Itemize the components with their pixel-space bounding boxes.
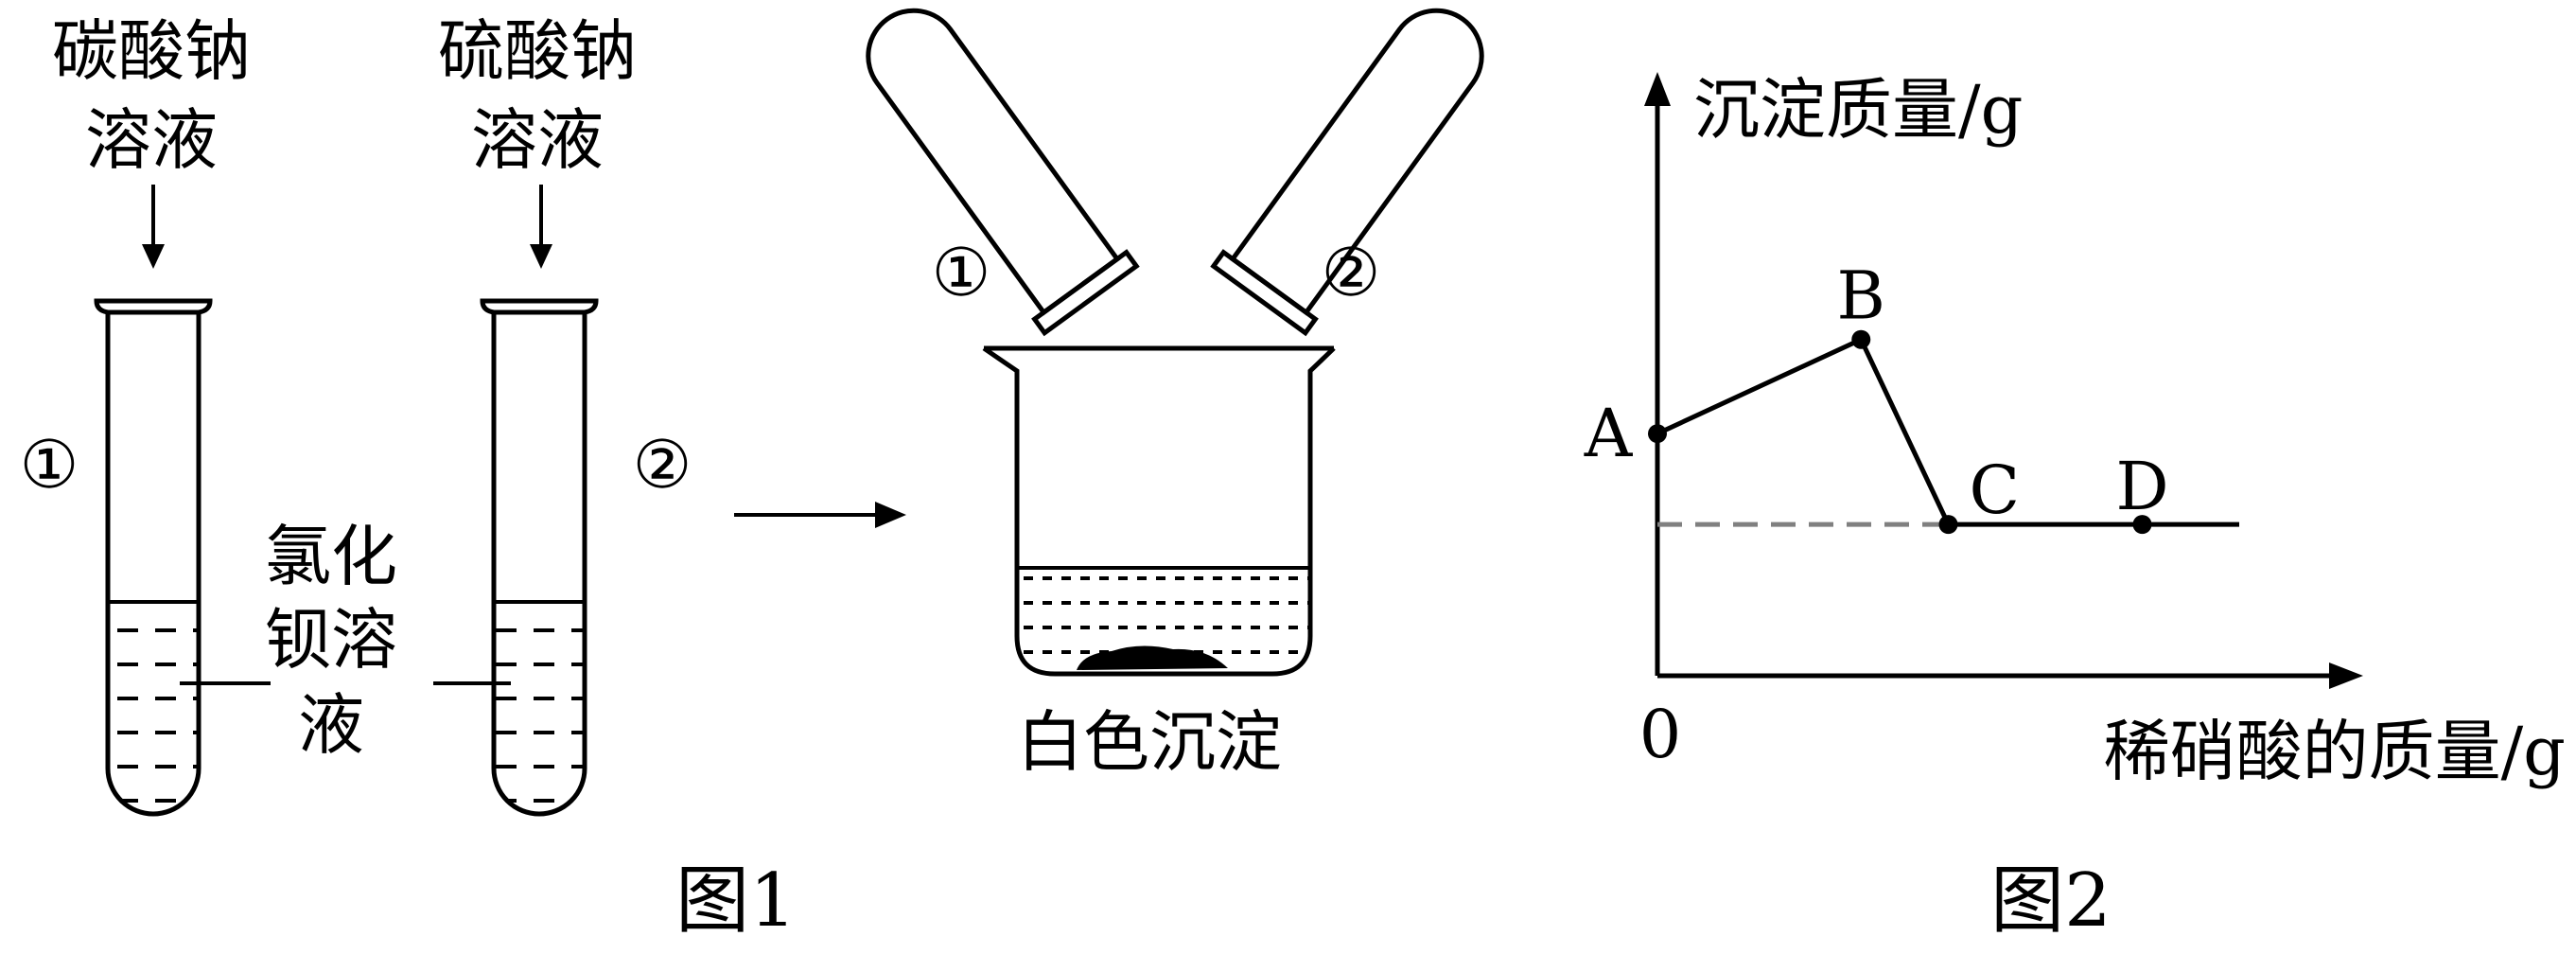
data-point-c [1938,515,1958,535]
chart-axes [1644,72,2363,689]
origin-label: 0 [1639,696,1682,773]
data-point-a [1648,424,1667,444]
solution-label-line1: 氯化 [265,518,397,595]
pour-right-label: ② [1322,234,1381,311]
test-tube-right [480,298,599,817]
reagent-left-line1: 碳酸钠 [52,12,251,90]
y-axis-label: 沉淀质量/g [1693,71,2023,149]
arrow-down-right [530,185,552,269]
figure-2: A B C D 沉淀质量/g 稀硝酸的质量/g 0 图2 [1584,71,2566,944]
point-label-c: C [1970,451,2021,529]
precipitate [1077,645,1228,670]
point-label-a: A [1584,395,1634,472]
figure-2-caption: 图2 [1990,858,2112,944]
result-label: 白色沉淀 [1017,703,1282,781]
reagent-right-line2: 溶液 [471,101,604,179]
figure-1-caption: 图1 [675,858,797,944]
point-label-b: B [1837,257,1885,335]
x-axis-arrowhead [2329,662,2363,689]
pour-left-label: ① [932,234,991,311]
test-tube-left [94,298,213,817]
beaker [982,345,1336,677]
pouring-tube-left [866,8,1140,337]
arrow-down-left [142,185,165,269]
y-axis-arrowhead [1644,72,1671,106]
data-point-b [1851,329,1871,349]
reagent-left-line2: 溶液 [85,101,218,179]
figure-1: 碳酸钠 溶液 硫酸钠 溶液 ① ② 氯化 钡溶 [20,8,1484,944]
solution-label-line3: 液 [298,686,364,764]
point-label-d: D [2115,448,2168,525]
tube-right-label: ② [633,426,692,504]
pouring-tube-right [1210,8,1484,337]
reagent-right-line1: 硫酸钠 [438,12,637,90]
x-axis-label: 稀硝酸的质量/g [2104,713,2566,790]
tube-left-label: ① [20,426,79,504]
data-point-d [2132,515,2152,535]
arrow-right [734,502,906,528]
solution-label-line2: 钡溶 [265,601,397,679]
point-labels: A B C D [1584,257,2169,529]
series-points [1648,329,2152,535]
